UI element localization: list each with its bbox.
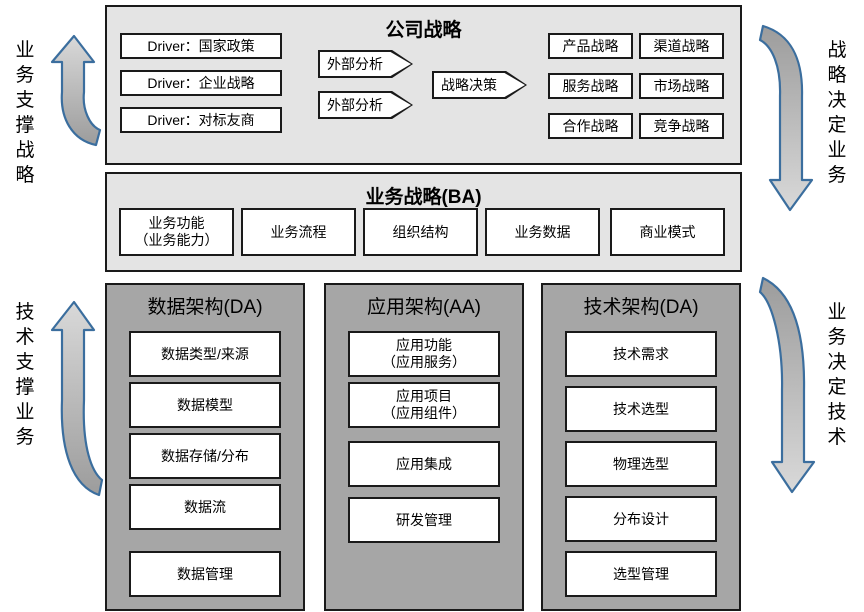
business-item-function[interactable]: 业务功能 （业务能力） (119, 208, 234, 256)
label-char: 决 (827, 90, 847, 111)
label-char: 撑 (15, 377, 35, 398)
arrow-left-bottom-icon (50, 300, 104, 497)
label-char: 业 (827, 140, 847, 161)
label-char: 业 (15, 40, 35, 61)
analysis-chevron-2[interactable]: 外部分析 (318, 91, 413, 119)
app-arch-item-3[interactable]: 应用集成 (348, 441, 500, 487)
business-item-model[interactable]: 商业模式 (610, 208, 725, 256)
data-arch-item-3[interactable]: 数据存储/分布 (129, 433, 281, 479)
app-arch-item-1[interactable]: 应用功能 （应用服务） (348, 331, 500, 377)
tech-arch-item-1[interactable]: 技术需求 (565, 331, 717, 377)
decision-chevron-label: 战略决策 (434, 73, 525, 97)
label-char: 定 (827, 115, 847, 136)
label-char: 务 (15, 427, 35, 448)
decision-chevron[interactable]: 战略决策 (432, 71, 527, 99)
label-right-bottom: 业 务 决 定 技 术 (822, 300, 852, 450)
tech-arch-item-3[interactable]: 物理选型 (565, 441, 717, 487)
strategy-output-cooperation[interactable]: 合作战略 (548, 113, 633, 139)
tech-arch-item-5[interactable]: 选型管理 (565, 551, 717, 597)
label-char: 务 (15, 65, 35, 86)
driver-box-3[interactable]: Driver：对标友商 (120, 107, 282, 133)
data-arch-item-4[interactable]: 数据流 (129, 484, 281, 530)
data-arch-item-2[interactable]: 数据模型 (129, 382, 281, 428)
label-left-bottom: 技 术 支 撑 业 务 (10, 300, 40, 450)
business-item-process[interactable]: 业务流程 (241, 208, 356, 256)
app-arch-item-4[interactable]: 研发管理 (348, 497, 500, 543)
label-char: 撑 (15, 115, 35, 136)
label-char: 技 (15, 302, 35, 323)
data-arch-item-5[interactable]: 数据管理 (129, 551, 281, 597)
panel-business-strategy-title: 业务战略(BA) (365, 187, 482, 208)
strategy-output-service[interactable]: 服务战略 (548, 73, 633, 99)
app-arch-item-2[interactable]: 应用项目 （应用组件） (348, 382, 500, 428)
tech-arch-item-2[interactable]: 技术选型 (565, 386, 717, 432)
panel-company-strategy-title: 公司战略 (385, 20, 462, 41)
label-char: 术 (15, 327, 35, 348)
data-arch-item-1[interactable]: 数据类型/来源 (129, 331, 281, 377)
strategy-output-channel[interactable]: 渠道战略 (639, 33, 724, 59)
label-char: 略 (827, 65, 847, 86)
driver-box-2[interactable]: Driver：企业战略 (120, 70, 282, 96)
label-char: 业 (15, 402, 35, 423)
arrow-right-bottom-icon (758, 276, 816, 494)
strategy-output-competition[interactable]: 竞争战略 (639, 113, 724, 139)
label-right-top: 战 略 决 定 业 务 (822, 38, 852, 188)
analysis-chevron-2-label: 外部分析 (320, 93, 411, 117)
label-char: 支 (15, 352, 35, 373)
label-char: 决 (827, 352, 847, 373)
business-item-data[interactable]: 业务数据 (485, 208, 600, 256)
label-char: 定 (827, 377, 847, 398)
strategy-output-market[interactable]: 市场战略 (639, 73, 724, 99)
arrow-right-top-icon (758, 24, 814, 212)
label-char: 战 (15, 140, 35, 161)
label-char: 战 (827, 40, 847, 61)
analysis-chevron-1-label: 外部分析 (320, 52, 411, 76)
label-char: 务 (827, 165, 847, 186)
business-item-org[interactable]: 组织结构 (363, 208, 478, 256)
driver-box-1[interactable]: Driver：国家政策 (120, 33, 282, 59)
tech-arch-item-4[interactable]: 分布设计 (565, 496, 717, 542)
label-char: 业 (827, 302, 847, 323)
label-left-top: 业 务 支 撑 战 略 (10, 38, 40, 188)
label-char: 略 (15, 165, 35, 186)
strategy-output-product[interactable]: 产品战略 (548, 33, 633, 59)
arrow-left-top-icon (50, 34, 102, 147)
label-char: 技 (827, 402, 847, 423)
panel-application-architecture-title: 应用架构(AA) (366, 297, 481, 318)
label-char: 支 (15, 90, 35, 111)
panel-data-architecture-title: 数据架构(DA) (147, 297, 263, 318)
panel-technology-architecture-title: 技术架构(DA) (583, 297, 699, 318)
label-char: 术 (827, 427, 847, 448)
label-char: 务 (827, 327, 847, 348)
analysis-chevron-1[interactable]: 外部分析 (318, 50, 413, 78)
